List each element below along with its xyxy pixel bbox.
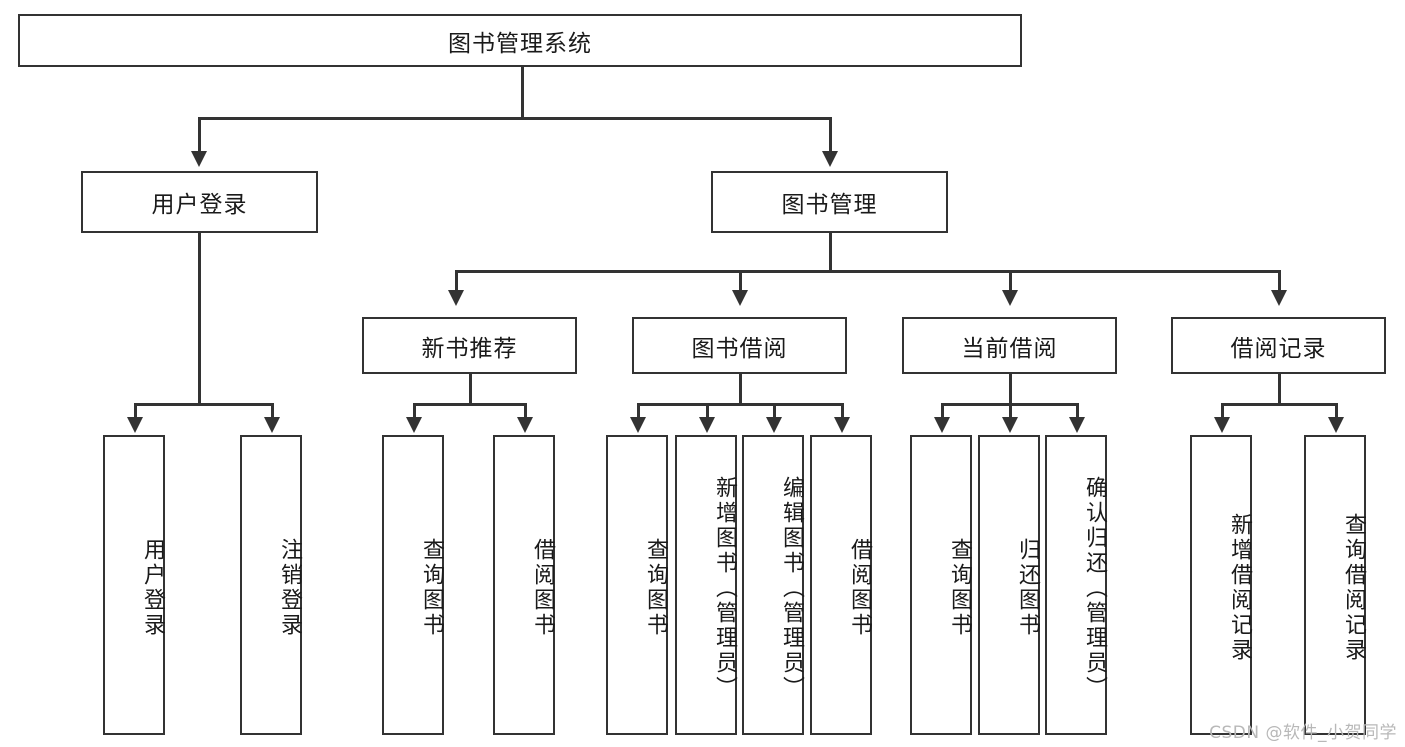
arrowhead-to-leaf-user-login (127, 417, 143, 433)
node-label: 新书推荐 (421, 335, 518, 362)
node-label: 用户登录 (151, 192, 248, 218)
leaf-label: 查询借阅记录 (1341, 513, 1366, 663)
edge-br-drop-1 (1221, 403, 1224, 419)
node-new-book-recommend[interactable]: 新书推荐 (362, 317, 577, 374)
leaf-logout[interactable]: 注销登录 (240, 435, 302, 735)
edge-level2-drop-right (829, 117, 832, 153)
leaf-br-query-record[interactable]: 查询借阅记录 (1304, 435, 1366, 735)
edge-nbr-drop-2 (524, 403, 527, 419)
leaf-label: 新增借阅记录 (1227, 513, 1252, 663)
edge-user-login-leaf-drop-1 (134, 403, 137, 419)
leaf-bb-borrow-books[interactable]: 借阅图书 (810, 435, 872, 735)
arrowhead-to-leaf-cb-1 (934, 417, 950, 433)
edge-bb-drop-4 (841, 403, 844, 419)
edge-book-management-stem (829, 233, 832, 272)
node-label: 图书管理 (781, 192, 878, 218)
edge-level2-bus (198, 117, 831, 120)
edge-current-borrow-stem (1009, 374, 1012, 405)
arrowhead-to-book-borrow (732, 290, 748, 306)
node-label: 当前借阅 (961, 335, 1058, 362)
arrowhead-to-leaf-br-2 (1328, 417, 1344, 433)
edge-level3-bus (455, 270, 1280, 273)
edge-cb-drop-1 (941, 403, 944, 419)
arrowhead-to-leaf-cb-3 (1069, 417, 1085, 433)
edge-level2-drop-left (198, 117, 201, 153)
arrowhead-to-borrow-records (1271, 290, 1287, 306)
leaf-label: 归还图书 (1015, 538, 1040, 638)
edge-book-borrow-leaf-bus (637, 403, 843, 406)
arrowhead-to-book-management (822, 151, 838, 167)
edge-new-book-recommend-leaf-bus (413, 403, 526, 406)
edge-book-borrow-stem (739, 374, 742, 405)
node-label: 借阅记录 (1230, 335, 1327, 362)
edge-cb-drop-3 (1076, 403, 1079, 419)
leaf-cb-confirm-return-admin[interactable]: 确认归还（管理员） (1045, 435, 1107, 735)
arrowhead-to-leaf-bb-4 (834, 417, 850, 433)
leaf-label: 用户登录 (140, 538, 165, 638)
node-current-borrow[interactable]: 当前借阅 (902, 317, 1117, 374)
arrowhead-to-leaf-bb-1 (630, 417, 646, 433)
leaf-bb-query-books[interactable]: 查询图书 (606, 435, 668, 735)
node-book-borrow[interactable]: 图书借阅 (632, 317, 847, 374)
leaf-br-add-record[interactable]: 新增借阅记录 (1190, 435, 1252, 735)
node-root-book-management-system[interactable]: 图书管理系统 (18, 14, 1022, 67)
edge-user-login-stem (198, 233, 201, 405)
edge-borrow-records-leaf-bus (1221, 403, 1337, 406)
edge-bb-drop-3 (773, 403, 776, 419)
arrowhead-to-leaf-cb-2 (1002, 417, 1018, 433)
leaf-bb-edit-book-admin[interactable]: 编辑图书（管理员） (742, 435, 804, 735)
leaf-nbr-query-books[interactable]: 查询图书 (382, 435, 444, 735)
leaf-label: 注销登录 (277, 538, 302, 638)
edge-level3-drop-3 (1009, 270, 1012, 292)
arrowhead-to-leaf-bb-2 (699, 417, 715, 433)
arrowhead-to-current-borrow (1002, 290, 1018, 306)
node-label: 图书管理系统 (448, 30, 592, 57)
leaf-label: 查询图书 (419, 538, 444, 638)
leaf-user-login[interactable]: 用户登录 (103, 435, 165, 735)
arrowhead-to-user-login (191, 151, 207, 167)
leaf-label: 编辑图书（管理员） (779, 475, 804, 701)
edge-borrow-records-stem (1278, 374, 1281, 405)
edge-new-book-recommend-stem (469, 374, 472, 405)
leaf-label: 确认归还（管理员） (1082, 475, 1107, 701)
leaf-label: 借阅图书 (847, 538, 872, 638)
node-user-login[interactable]: 用户登录 (81, 171, 318, 233)
node-book-management[interactable]: 图书管理 (711, 171, 948, 233)
leaf-cb-return-books[interactable]: 归还图书 (978, 435, 1040, 735)
leaf-bb-add-book-admin[interactable]: 新增图书（管理员） (675, 435, 737, 735)
leaf-cb-query-books[interactable]: 查询图书 (910, 435, 972, 735)
watermark-text: CSDN @软件_小贺同学 (1209, 723, 1397, 743)
arrowhead-to-leaf-nbr-2 (517, 417, 533, 433)
edge-cb-drop-2 (1009, 403, 1012, 419)
edge-bb-drop-2 (706, 403, 709, 419)
edge-user-login-leaf-drop-2 (271, 403, 274, 419)
edge-br-drop-2 (1335, 403, 1338, 419)
leaf-label: 借阅图书 (530, 538, 555, 638)
edge-level3-drop-2 (739, 270, 742, 292)
edge-user-login-leaf-bus (134, 403, 273, 406)
arrowhead-to-new-book-recommend (448, 290, 464, 306)
edge-level3-drop-4 (1278, 270, 1281, 292)
edge-nbr-drop-1 (413, 403, 416, 419)
arrowhead-to-leaf-nbr-1 (406, 417, 422, 433)
arrowhead-to-leaf-bb-3 (766, 417, 782, 433)
node-borrow-records[interactable]: 借阅记录 (1171, 317, 1386, 374)
leaf-nbr-borrow-books[interactable]: 借阅图书 (493, 435, 555, 735)
edge-bb-drop-1 (637, 403, 640, 419)
node-label: 图书借阅 (691, 335, 788, 362)
edge-level3-drop-1 (455, 270, 458, 292)
leaf-label: 新增图书（管理员） (712, 475, 737, 701)
arrowhead-to-leaf-logout (264, 417, 280, 433)
arrowhead-to-leaf-br-1 (1214, 417, 1230, 433)
leaf-label: 查询图书 (947, 538, 972, 638)
leaf-label: 查询图书 (643, 538, 668, 638)
edge-root-stem (521, 67, 524, 118)
